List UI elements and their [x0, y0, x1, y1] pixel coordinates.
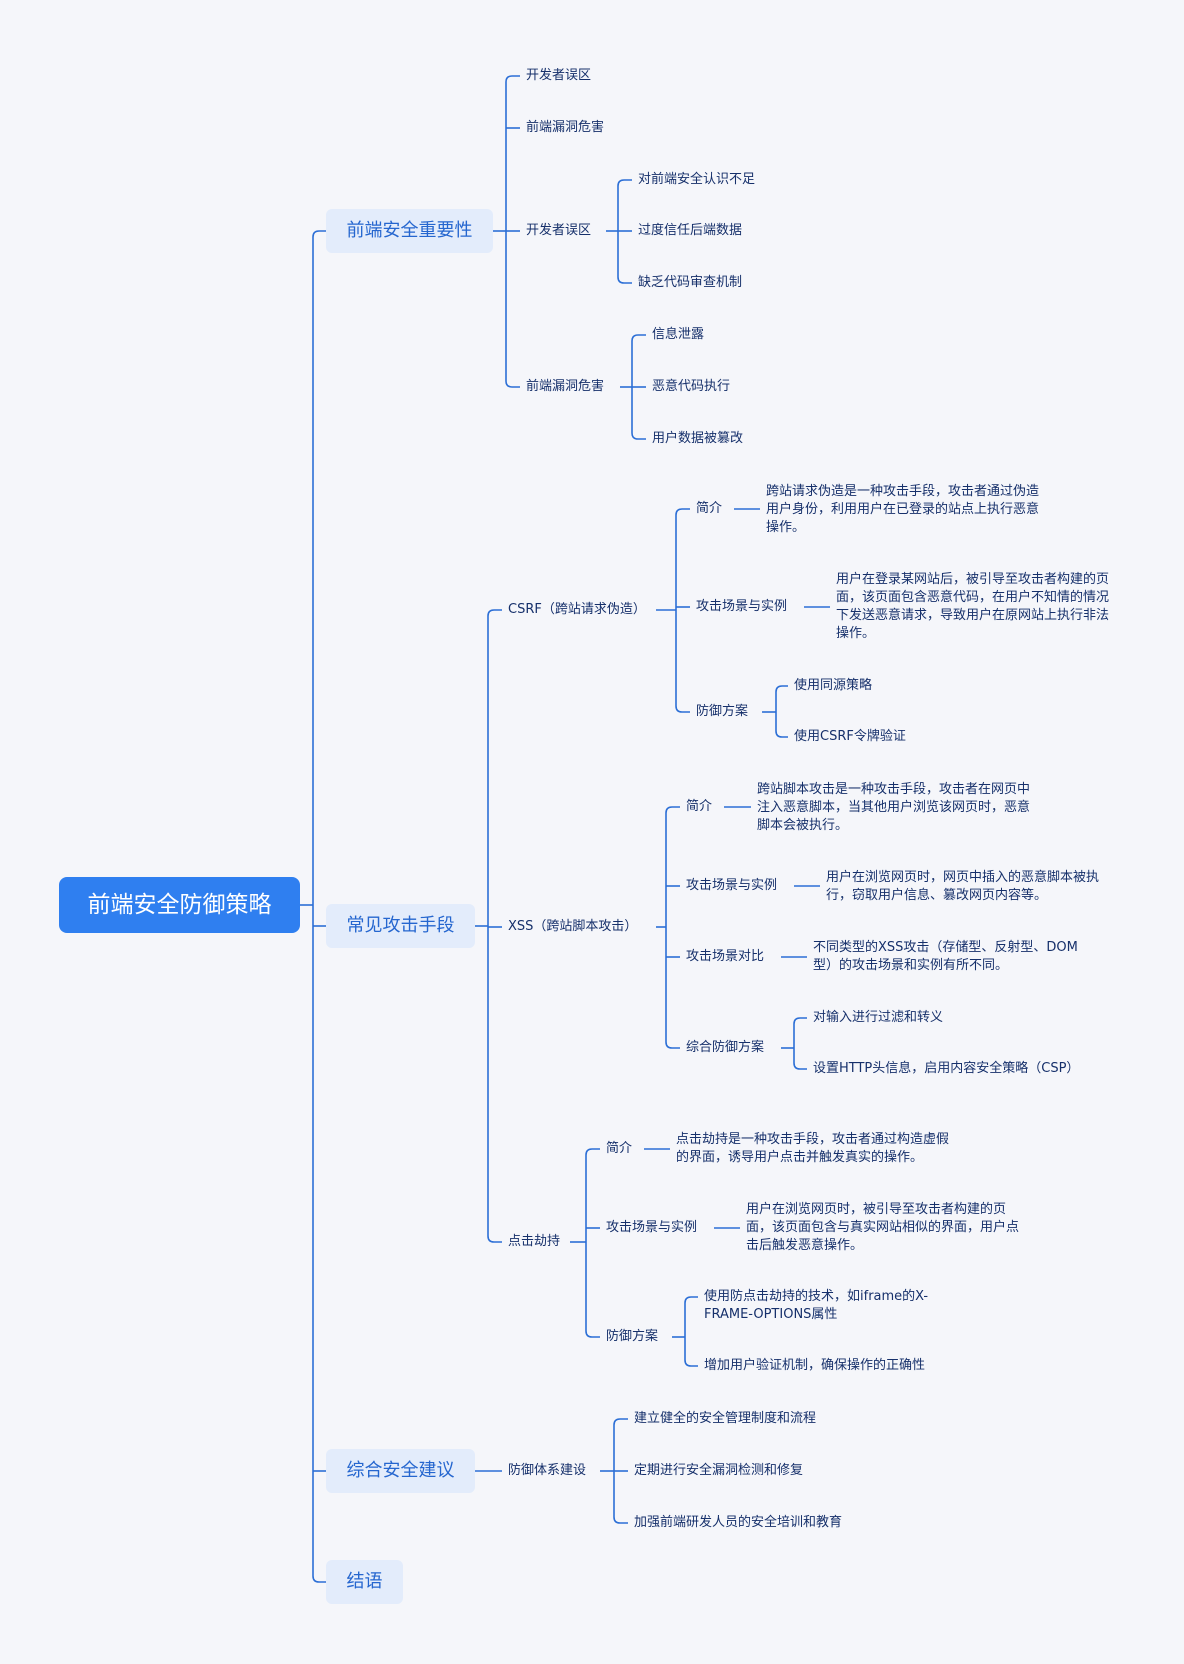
xss-scenario-text: 用户在浏览网页时，网页中插入的恶意脚本被执行，窃取用户信息、篡改网页内容等。: [826, 870, 1100, 903]
leaf-item[interactable]: 用户数据被篡改: [652, 431, 744, 446]
leaf-item[interactable]: 过度信任后端数据: [638, 223, 743, 238]
leaf-item[interactable]: 增加用户验证机制，确保操作的正确性: [704, 1358, 926, 1373]
connector-line: [505, 380, 520, 388]
connector-line: [675, 508, 690, 516]
node-xss-compare[interactable]: 攻击场景对比: [686, 949, 765, 964]
leaf-item[interactable]: 建立健全的安全管理制度和流程: [634, 1411, 817, 1426]
connector-line: [613, 1418, 628, 1426]
connector-line: [617, 179, 632, 187]
node-frontend-vuln-2[interactable]: 前端漏洞危害: [526, 379, 605, 394]
leaf-item[interactable]: 使用同源策略: [794, 678, 873, 693]
connector-line: [665, 1041, 680, 1049]
node-csrf[interactable]: CSRF（跨站请求伪造）: [508, 602, 646, 617]
leaf-item[interactable]: 定期进行安全漏洞检测和修复: [634, 1463, 804, 1478]
connector-line: [617, 276, 632, 284]
connector-line: [487, 609, 502, 617]
connector-line: [312, 1575, 326, 1583]
leaf-item[interactable]: 使用CSRF令牌验证: [794, 729, 906, 744]
branch-advice[interactable]: 综合安全建议: [326, 1449, 475, 1493]
connector-line: [631, 334, 646, 342]
connector-line: [775, 685, 788, 693]
connector-line: [613, 1516, 628, 1524]
leaf-item[interactable]: 对前端安全认识不足: [638, 172, 756, 187]
leaf-item[interactable]: 加强前端研发人员的安全培训和教育: [634, 1515, 843, 1530]
node-csrf-intro[interactable]: 简介: [696, 501, 723, 516]
connector-line: [665, 806, 680, 814]
node-xss-intro[interactable]: 简介: [686, 799, 713, 814]
connector-line: [684, 1296, 698, 1304]
connector-line: [487, 1235, 502, 1243]
connector-line: [505, 75, 520, 83]
leaf-item[interactable]: 恶意代码执行: [652, 379, 731, 394]
node-clickjacking-defense[interactable]: 防御方案: [606, 1329, 659, 1344]
node-defense-system[interactable]: 防御体系建设: [508, 1463, 587, 1478]
csrf-intro-text: 跨站请求伪造是一种攻击手段，攻击者通过伪造用户身份，利用用户在已登录的站点上执行…: [766, 484, 1040, 535]
leaf-item[interactable]: 设置HTTP头信息，启用内容安全策略（CSP）: [813, 1061, 1080, 1076]
connector-line: [675, 705, 690, 713]
node-clickjacking-intro[interactable]: 简介: [606, 1141, 633, 1156]
node-clickjacking-scenario[interactable]: 攻击场景与实例: [606, 1220, 698, 1235]
connector-line: [684, 1359, 698, 1367]
node-clickjacking[interactable]: 点击劫持: [508, 1234, 561, 1249]
xss-compare-text: 不同类型的XSS攻击（存储型、反射型、DOM型）的攻击场景和实例有所不同。: [813, 940, 1078, 973]
connector-line: [585, 1330, 600, 1338]
branch-conclusion[interactable]: 结语: [326, 1560, 403, 1604]
connector-line: [793, 1017, 807, 1025]
csrf-scenario-text: 用户在登录某网站后，被引导至攻击者构建的页面，该页面包含恶意代码，在用户不知情的…: [836, 572, 1110, 641]
connector-line: [631, 432, 646, 440]
branch-importance[interactable]: 前端安全重要性: [326, 209, 493, 253]
clickjacking-intro-text: 点击劫持是一种攻击手段，攻击者通过构造虚假的界面，诱导用户点击并触发真实的操作。: [676, 1132, 950, 1165]
branch-attacks[interactable]: 常见攻击手段: [326, 904, 475, 948]
leaf-item[interactable]: 对输入进行过滤和转义: [813, 1010, 944, 1025]
clickjacking-scenario-text: 用户在浏览网页时，被引导至攻击者构建的页面，该页面包含与真实网站相似的界面，用户…: [746, 1202, 1020, 1253]
node-xss[interactable]: XSS（跨站脚本攻击）: [508, 919, 638, 934]
connector-line: [585, 1148, 600, 1156]
xss-intro-text: 跨站脚本攻击是一种攻击手段，攻击者在网页中注入恶意脚本，当其他用户浏览该网页时，…: [757, 782, 1031, 833]
node-xss-defense[interactable]: 综合防御方案: [686, 1040, 765, 1055]
node-dev-misconception-2[interactable]: 开发者误区: [526, 223, 592, 238]
connector-line: [312, 230, 326, 238]
leaf-item[interactable]: 缺乏代码审查机制: [638, 275, 743, 290]
node-frontend-vuln[interactable]: 前端漏洞危害: [526, 120, 605, 135]
connector-line: [793, 1062, 807, 1070]
node-dev-misconception[interactable]: 开发者误区: [526, 68, 592, 83]
root-node[interactable]: 前端安全防御策略: [59, 877, 300, 933]
leaf-item[interactable]: 信息泄露: [652, 327, 705, 342]
node-csrf-scenario[interactable]: 攻击场景与实例: [696, 599, 788, 614]
node-xss-scenario[interactable]: 攻击场景与实例: [686, 878, 778, 893]
leaf-item[interactable]: 使用防点击劫持的技术，如iframe的X-FRAME-OPTIONS属性: [704, 1289, 929, 1322]
connector-line: [775, 730, 788, 738]
node-csrf-defense[interactable]: 防御方案: [696, 704, 749, 719]
